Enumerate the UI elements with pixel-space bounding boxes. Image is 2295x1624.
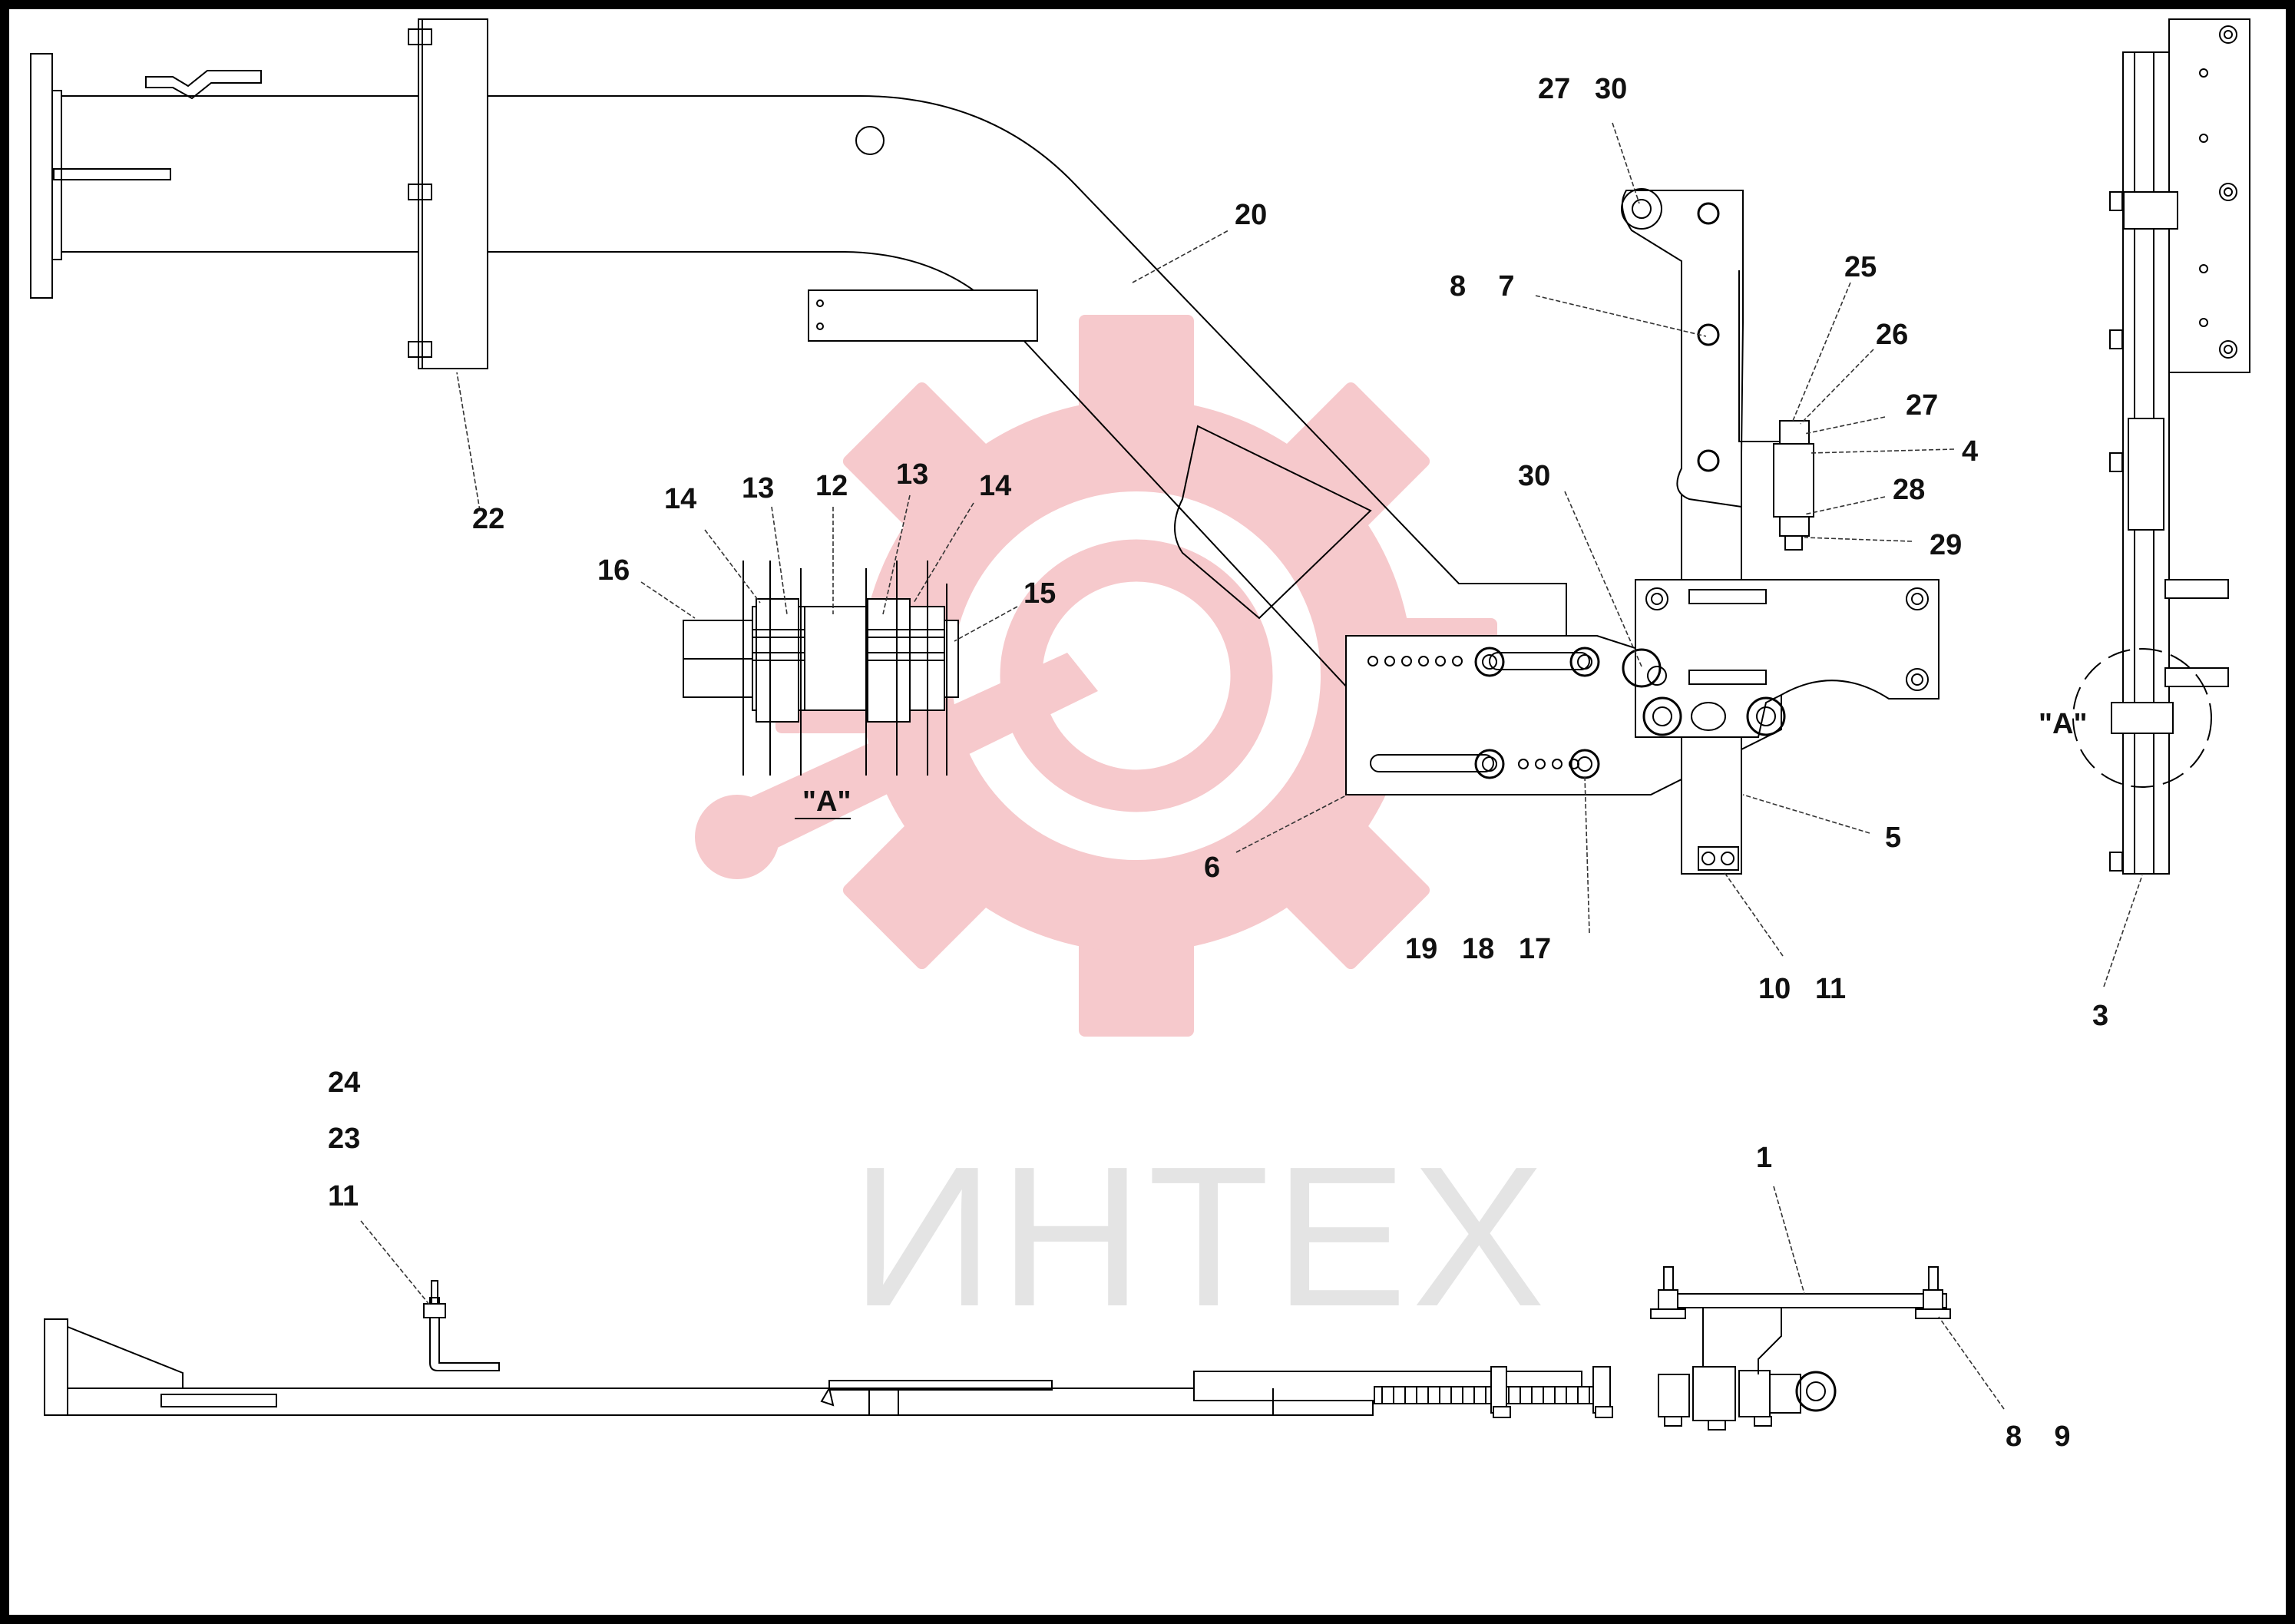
callout-20: 20 [1235,199,1267,231]
side-view-part-3: "A" [2039,18,2250,875]
callout-16: 16 [597,554,630,587]
callout-27: 27 [1906,389,1938,422]
callout-3: 3 [2092,1000,2108,1032]
bracket-part-5 [1621,188,1940,875]
callout-22: 22 [472,503,504,535]
callout-10-11: 10 11 [1758,973,1846,1005]
gear-ring [860,399,1413,952]
wrench-shape [714,653,1098,860]
watermark-text: ИНТЕХ [851,1126,1549,1348]
callout-labels: 27 30 20 8 7 25 26 27 4 28 29 30 22 14 1… [328,73,2108,1453]
callout-1: 1 [1756,1142,1772,1174]
callout-19-18-17: 19 18 17 [1405,933,1551,965]
callout-30: 30 [1518,460,1550,492]
callout-27-30: 27 30 [1538,73,1627,105]
callout-4: 4 [1962,435,1978,468]
side-view-a-label: "A" [2039,708,2087,740]
wrench-head [695,795,779,879]
callout-28: 28 [1893,474,1925,506]
callout-12: 12 [815,470,848,502]
callout-6: 6 [1204,852,1220,884]
leader-lines [360,122,2143,1410]
callout-11: 11 [328,1180,359,1212]
callout-24: 24 [328,1067,360,1099]
callout-8-7: 8 7 [1450,270,1515,303]
callout-8-9: 8 9 [2006,1421,2071,1453]
callout-14-right: 14 [979,470,1011,502]
callout-5: 5 [1885,822,1901,854]
callout-13-left: 13 [742,472,774,504]
callout-15: 15 [1023,577,1056,610]
section-a-assembly: "A" [683,561,959,819]
bottom-view-assembly [44,1266,1951,1431]
callout-23: 23 [328,1123,360,1155]
callout-29: 29 [1930,529,1962,561]
section-a-label: "A" [802,786,851,818]
callout-13-right: 13 [896,458,928,491]
beam-part-20 [30,18,1567,792]
callout-26: 26 [1876,319,1908,351]
callout-25: 25 [1844,251,1877,283]
callout-14-left: 14 [664,483,696,515]
turnbuckle-part-4 [1773,420,1814,551]
